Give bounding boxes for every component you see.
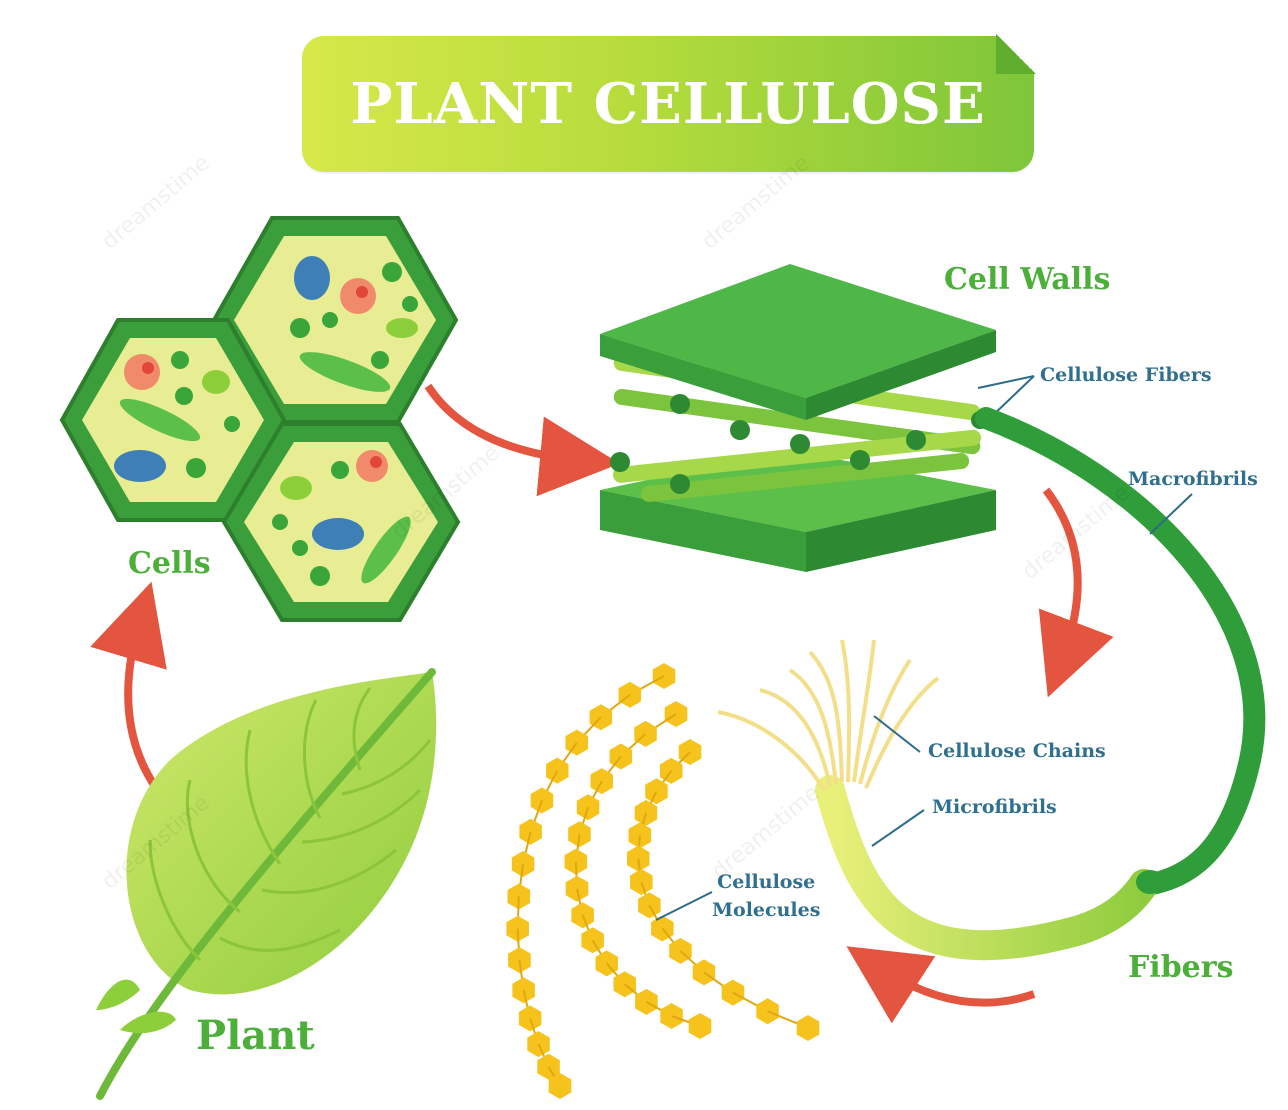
glucose-ring <box>796 1015 820 1041</box>
glucose-ring <box>692 959 716 986</box>
glucose-ring <box>721 979 745 1006</box>
glucose-ring <box>630 869 653 895</box>
glucose-ring <box>660 1003 683 1029</box>
label-cell-walls: Cell Walls <box>944 262 1111 297</box>
glucose-ring <box>634 720 657 747</box>
page-title: PLANT CELLULOSE <box>350 71 986 137</box>
glucose-ring <box>638 892 661 919</box>
glucose-ring <box>537 1053 560 1080</box>
label-cellulose-molecules-line2: Molecules <box>712 899 821 921</box>
arrow-cells-to-walls <box>424 383 620 497</box>
label-cells: Cells <box>128 546 211 581</box>
label-cellulose-chains: Cellulose Chains <box>928 740 1106 762</box>
glucose-ring <box>688 1013 712 1039</box>
arrow-fibers-to-molecules <box>846 946 1036 1024</box>
glucose-ring <box>756 998 779 1025</box>
macrofibril-strand <box>975 407 1266 897</box>
arrow-plant-to-cells <box>90 581 167 791</box>
microfibril-strand <box>815 775 1159 961</box>
label-cellulose-molecules: Cellulose Molecules <box>712 868 820 924</box>
glucose-ring <box>519 818 542 845</box>
cellulose-chains <box>717 639 940 792</box>
label-cellulose-fibers: Cellulose Fibers <box>1040 364 1212 386</box>
label-microfibrils: Microfibrils <box>932 796 1057 818</box>
cellulose-molecule-chains <box>506 663 820 1099</box>
label-plant: Plant <box>196 1012 315 1059</box>
glucose-ring <box>530 787 554 814</box>
glucose-ring <box>527 1031 550 1058</box>
glucose-ring <box>628 822 652 849</box>
glucose-ring <box>548 1073 572 1099</box>
glucose-ring <box>506 915 529 942</box>
arrow-walls-to-fibers <box>1038 487 1114 698</box>
title-banner: PLANT CELLULOSE <box>302 34 1036 172</box>
banner-fold <box>996 34 1036 74</box>
label-cellulose-molecules-line1: Cellulose <box>717 871 816 893</box>
cell-hexagon-bottom <box>221 422 461 622</box>
label-fibers: Fibers <box>1128 950 1234 985</box>
glucose-ring <box>512 977 535 1004</box>
cell-hexagon-left <box>59 318 287 522</box>
label-macrofibrils: Macrofibrils <box>1128 468 1258 490</box>
leaf-illustration <box>96 668 437 1100</box>
glucose-ring <box>511 851 535 877</box>
glucose-ring <box>546 757 569 784</box>
cell-walls-block <box>600 264 996 572</box>
glucose-ring <box>508 947 531 974</box>
